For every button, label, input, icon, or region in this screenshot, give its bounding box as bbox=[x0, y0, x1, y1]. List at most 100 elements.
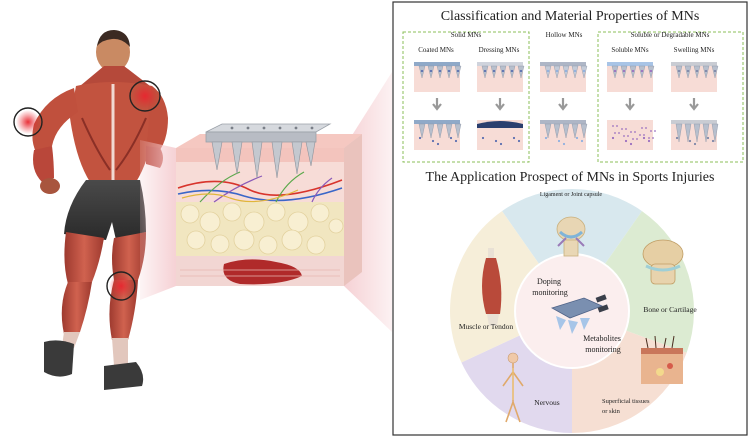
mn-dot-before-4-1 bbox=[686, 69, 690, 73]
mn-release-dot-3-2 bbox=[629, 142, 633, 146]
vessel-red bbox=[177, 179, 343, 196]
mn-needle-after-4-1 bbox=[684, 123, 692, 143]
mn-needle-after-0-0 bbox=[418, 123, 426, 139]
mn-dot-before-2-2 bbox=[564, 69, 568, 73]
vessel-blue bbox=[177, 187, 343, 202]
mn-dissolve-dot bbox=[641, 127, 643, 129]
mn-dissolve-dot bbox=[623, 135, 625, 137]
mn-release-dot-1-3 bbox=[512, 136, 516, 140]
mn-release-dot-4-1 bbox=[688, 139, 692, 143]
mn-release-dot-2-3 bbox=[575, 136, 579, 140]
soluble-mns-group bbox=[597, 31, 744, 163]
ligament-joint-label: Ligament or Joint capsule bbox=[540, 192, 602, 198]
mn-release-dot-0-4 bbox=[454, 139, 458, 143]
mn-release-dot-2-4 bbox=[580, 139, 584, 143]
mn-needle-after-0-1 bbox=[427, 123, 435, 139]
mn-release-dot-2-2 bbox=[562, 142, 566, 146]
mn-release-dot-0-1 bbox=[431, 139, 435, 143]
mn-needle-after-2-3 bbox=[571, 123, 579, 139]
knee-joint-icon bbox=[556, 216, 586, 257]
mn-dot-before-3-1 bbox=[622, 69, 626, 73]
mn-dot-before-4-4 bbox=[713, 69, 717, 73]
mn-release-dot-0-2 bbox=[436, 142, 440, 146]
ring-segment-3 bbox=[461, 335, 572, 433]
superficial-tissues-label: Superficial tissues or skin bbox=[602, 398, 651, 415]
athlete-right-shoe bbox=[104, 362, 144, 390]
injury-glow-knee bbox=[109, 274, 133, 298]
mn-dot-before-3-4 bbox=[649, 69, 653, 73]
athlete-neck bbox=[80, 66, 150, 86]
mn-dot-before-3-3 bbox=[640, 69, 644, 73]
injury-glow-elbow bbox=[16, 110, 40, 134]
mn-release-dot-3-4 bbox=[647, 139, 651, 143]
mn-release-dot-4-3 bbox=[706, 136, 710, 140]
metabolites-monitoring-label: Metabolites monitoring bbox=[583, 334, 623, 354]
mn-patch-holes bbox=[230, 126, 314, 130]
vessel-yellow bbox=[181, 189, 299, 203]
wearable-mn-device-icon bbox=[550, 294, 609, 334]
mn-release-dot-4-4 bbox=[711, 139, 715, 143]
mn-dot-before-1-2 bbox=[501, 69, 505, 73]
doping-monitoring-label: Doping monitoring bbox=[532, 277, 568, 297]
mn-needle-after-2-1 bbox=[553, 123, 561, 139]
mn-needle-after-4-0 bbox=[675, 123, 683, 143]
mn-needle-after-2-4 bbox=[580, 123, 588, 139]
mn-cap-before-1 bbox=[477, 62, 523, 66]
mn-dissolve-dot bbox=[636, 138, 638, 140]
mn-release-dot-2-0 bbox=[544, 136, 548, 140]
mn-release-dot-3-1 bbox=[624, 139, 628, 143]
injury-ring-knee bbox=[106, 271, 136, 301]
bone-cartilage-icon bbox=[642, 239, 684, 285]
mn-cap-after-2 bbox=[540, 120, 586, 124]
coated-mns-label: Coated MNs bbox=[418, 46, 454, 54]
mn-patch-needles bbox=[211, 141, 316, 179]
nervous-label: Nervous bbox=[534, 398, 559, 407]
athlete-head bbox=[96, 32, 130, 72]
athlete-left-upper-arm bbox=[32, 88, 78, 152]
mn-release-dot-3-0 bbox=[611, 136, 615, 140]
mn-dissolve-dot bbox=[612, 125, 614, 127]
athlete-left-shoe bbox=[44, 340, 74, 377]
mn-dot-before-1-3 bbox=[510, 69, 514, 73]
mn-dot-before-2-4 bbox=[582, 69, 586, 73]
athlete-left-forearm bbox=[33, 146, 54, 182]
nervous-system-icon bbox=[502, 352, 524, 423]
mn-dot-before-3-2 bbox=[631, 69, 635, 73]
mn-dot-before-1-1 bbox=[492, 69, 496, 73]
metabolites-word: Metabolites bbox=[583, 334, 621, 343]
mn-dot-before-0-2 bbox=[438, 69, 442, 73]
mn-release-dot-4-0 bbox=[675, 136, 679, 140]
mn-needle-after-4-3 bbox=[702, 123, 710, 143]
mn-release-dot-1-2 bbox=[499, 142, 503, 146]
fat-cells bbox=[180, 202, 344, 255]
superficial-line1: Superficial tissues bbox=[602, 398, 650, 405]
bone-cartilage-label: Bone or Cartilage bbox=[643, 305, 697, 314]
mn-dot-before-4-3 bbox=[704, 69, 708, 73]
athlete-left-thigh bbox=[64, 232, 104, 284]
mn-release-dot-1-0 bbox=[481, 136, 485, 140]
muscle-tendon-label: Muscle or Tendon bbox=[459, 322, 514, 331]
solid-mns-group bbox=[402, 31, 530, 163]
mn-tiles bbox=[414, 62, 719, 150]
athlete-right-ankle bbox=[112, 338, 128, 366]
mn-dissolve-dot bbox=[652, 137, 654, 139]
mn-needle-after-2-0 bbox=[544, 123, 552, 139]
mn-dot-before-3-0 bbox=[613, 69, 617, 73]
athlete-left-fist bbox=[40, 178, 60, 194]
mn-dissolve-dot bbox=[645, 127, 647, 129]
soluble-type-label: Soluble MNs bbox=[611, 46, 648, 54]
skin-tissue-icon bbox=[641, 335, 683, 384]
mn-release-dot-1-4 bbox=[517, 139, 521, 143]
mn-dot-before-2-3 bbox=[573, 69, 577, 73]
classification-title: Classification and Material Properties o… bbox=[441, 9, 700, 24]
skin-cross-section bbox=[176, 123, 362, 286]
mn-needle-after-2-2 bbox=[562, 123, 570, 139]
mn-release-dot-2-1 bbox=[557, 139, 561, 143]
mn-tile-after-3 bbox=[607, 120, 653, 150]
monitoring-word-2: monitoring bbox=[585, 345, 621, 354]
mn-dissolve-dot bbox=[643, 134, 645, 136]
mn-dissolve-dot bbox=[650, 130, 652, 132]
mn-dot-before-0-0 bbox=[420, 69, 424, 73]
down-arrow-icon-3 bbox=[625, 98, 635, 111]
